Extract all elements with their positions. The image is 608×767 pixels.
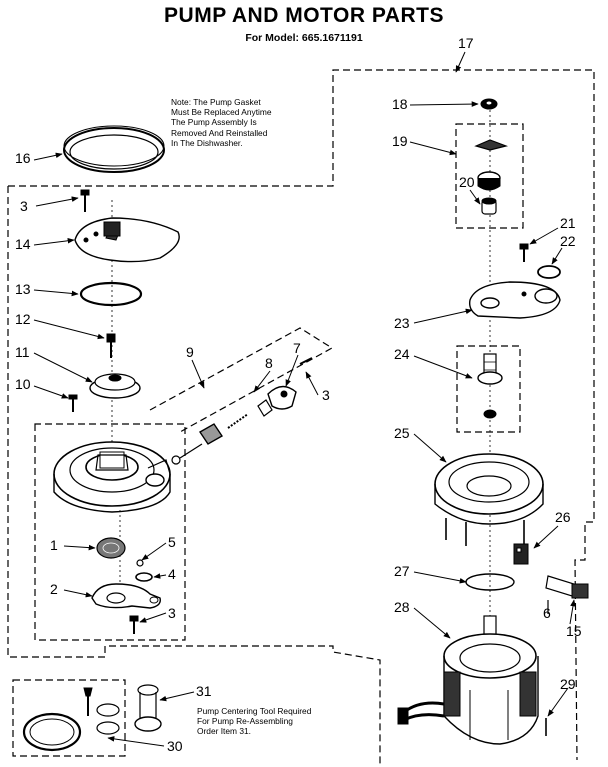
callout-3: 3: [20, 198, 28, 214]
tool-note-line: For Pump Re-Assembling: [197, 716, 293, 727]
screw: [80, 189, 90, 212]
leader-arrows: [33, 51, 576, 747]
terminal-block: [513, 543, 529, 565]
callout-6: 6: [543, 605, 551, 621]
seal-and-washer: [135, 559, 153, 582]
callout-9: 9: [186, 344, 194, 360]
check-valve-assembly: [171, 357, 313, 465]
assembly-boundary-lines: [7, 69, 595, 767]
gasket-note-line: The Pump Assembly Is: [171, 117, 257, 128]
callout-31: 31: [196, 683, 212, 699]
chopper-assembly: [474, 139, 509, 215]
callout-23: 23: [394, 315, 410, 331]
callout-27: 27: [394, 563, 410, 579]
centering-tool: [134, 684, 162, 732]
callout-12: 12: [15, 311, 31, 327]
motor-housing: [434, 453, 544, 546]
tool-note: Pump Centering Tool Required For Pump Re…: [197, 706, 311, 737]
gasket-kit: [22, 687, 120, 752]
callout-2: 2: [50, 581, 58, 597]
callout-24: 24: [394, 346, 410, 362]
callout-21: 21: [560, 215, 576, 231]
page-title: PUMP AND MOTOR PARTS: [164, 4, 444, 27]
callout-22: 22: [560, 233, 576, 249]
gasket-note-line: Removed And Reinstalled: [171, 127, 268, 138]
pump-gasket: [63, 125, 165, 173]
callout-15: 15: [566, 623, 582, 639]
cap-washer: [480, 98, 498, 110]
motor-screw-and-grommet: [519, 243, 561, 279]
impeller-screw: [106, 333, 116, 358]
lower-bracket: [91, 583, 161, 609]
gasket-note-line: Must Be Replaced Anytime: [171, 107, 272, 118]
callout-25: 25: [394, 425, 410, 441]
callout-30: 30: [167, 738, 183, 754]
callout-7: 7: [293, 340, 301, 356]
callout-19: 19: [392, 133, 408, 149]
pump-housing-cover: [74, 217, 180, 263]
callout-26: 26: [555, 509, 571, 525]
screw: [68, 394, 78, 412]
impeller: [89, 373, 141, 399]
screw: [129, 615, 139, 634]
axis-lines: [111, 100, 491, 620]
callout-10: 10: [15, 376, 31, 392]
tool-note-line: Pump Centering Tool Required: [197, 706, 312, 716]
callout-13: 13: [15, 281, 31, 297]
shaft-coupler: [477, 353, 503, 419]
callout-3: 3: [322, 387, 330, 403]
callout-18: 18: [392, 96, 408, 112]
callout-11: 11: [15, 344, 30, 360]
callout-8: 8: [265, 355, 273, 371]
callout-20: 20: [459, 174, 475, 190]
callout-16: 16: [15, 150, 31, 166]
callout-29: 29: [560, 676, 576, 692]
gasket-note-line: Note: The Pump Gasket: [171, 97, 261, 107]
model-number: For Model: 665.1671191: [245, 32, 363, 44]
gasket-note-line: In The Dishwasher.: [171, 137, 243, 148]
tool-note-line: Order Item 31.: [197, 726, 251, 737]
gasket-note: Note: The Pump Gasket Must Be Replaced A…: [171, 97, 272, 148]
callout-28: 28: [394, 599, 410, 615]
callout-1: 1: [50, 537, 58, 553]
pump-body: [53, 441, 171, 513]
callout-3: 3: [168, 605, 176, 621]
motor: [397, 615, 539, 745]
filter-screen: [96, 537, 126, 559]
mount-plate: [468, 281, 561, 319]
callout-5: 5: [168, 534, 176, 550]
o-ring: [79, 281, 143, 307]
callout-14: 14: [15, 236, 31, 252]
thermal-switch: [545, 575, 589, 614]
callout-17: 17: [458, 35, 474, 51]
callout-4: 4: [168, 566, 176, 582]
